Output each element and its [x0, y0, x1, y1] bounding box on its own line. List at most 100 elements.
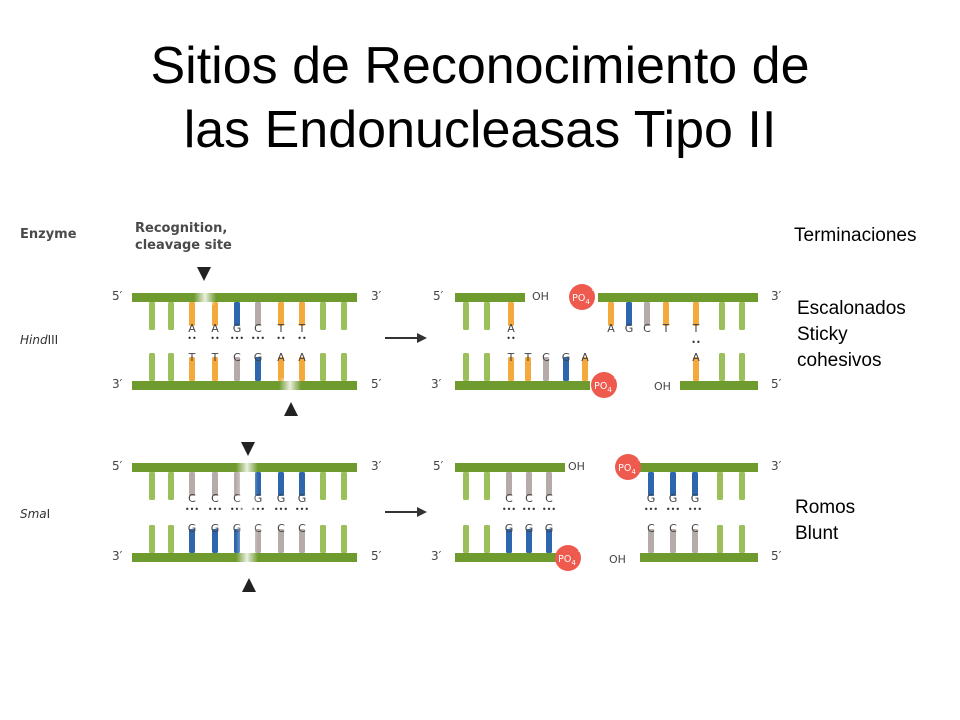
hindiii-left-bottom-base-stick	[563, 357, 569, 381]
hindiii-bottom-base-stick	[234, 357, 240, 381]
smai-right-bottom-base-letter: C	[647, 522, 655, 535]
smai-cut-glow	[236, 455, 258, 575]
enzyme-name-smai: SmaI	[20, 507, 50, 521]
terminaciones-label: Terminaciones	[794, 225, 917, 246]
smai-right-top-base-letter: G	[691, 492, 700, 505]
smai-bottom-base-stick	[212, 529, 218, 553]
smai-bottom-base-stick	[299, 529, 305, 553]
smai-left-flank-bottom-stick	[463, 525, 469, 553]
smai-hbond: •••	[274, 505, 288, 514]
hindiii-left-bottom-base-letter: C	[542, 351, 550, 364]
smai-top-flank-stick	[320, 472, 326, 500]
hindiii-left-bottom-base-letter: T	[524, 351, 532, 364]
hindiii-right-top-base-letter: C	[643, 322, 651, 335]
smai-bottom-flank-stick	[341, 525, 347, 553]
blunt-label-line-2: Blunt	[795, 523, 839, 544]
hindiii-top-base-letter: C	[254, 322, 262, 335]
hindiii-right-top-base-letter: T	[692, 322, 700, 335]
smai-right-flank-top-stick	[739, 472, 745, 500]
blunt-ends-label: Romos Blunt	[795, 495, 855, 547]
smai-right-top-base-stick	[692, 472, 698, 496]
hindiii-top-base-stick	[212, 302, 218, 326]
hindiii-right-top-base-letter: A	[607, 322, 615, 335]
smai-top-base-stick	[278, 472, 284, 496]
blunt-label-line-1: Romos	[795, 497, 856, 518]
sticky-label-line-2: Sticky	[797, 324, 848, 345]
smai-reaction-arrow-head	[417, 507, 427, 517]
smai-left-bottom-3prime-label: 3′	[431, 549, 442, 563]
smai-left-bottom-base-stick	[506, 529, 512, 553]
hindiii-bottom-base-letter: G	[254, 351, 263, 364]
smai-left-fragment-top-backbone	[455, 463, 565, 472]
hindiii-top-base-stick	[255, 302, 261, 326]
hindiii-right-flank-bottom-stick	[719, 353, 725, 381]
smai-left-phosphate-circle	[555, 545, 581, 571]
smai-right-phosphate-circle	[615, 454, 641, 480]
hindiii-right-top-base-stick	[608, 302, 614, 326]
hindiii-left-phosphate-circle	[591, 372, 617, 398]
smai-right-top-base-stick	[670, 472, 676, 496]
hindiii-bottom-flank-stick	[320, 353, 326, 381]
hindiii-bottom-base-stick	[278, 357, 284, 381]
hindiii-top-3prime-label: 3′	[371, 289, 382, 303]
enzyme-name-smai-roman: I	[47, 507, 51, 521]
hindiii-left-fragment-top-backbone	[455, 293, 525, 302]
hindiii-bottom-backbone	[132, 381, 357, 390]
hindiii-bottom-base-stick	[189, 357, 195, 381]
hindiii-hbond: ••	[187, 334, 196, 343]
smai-top-cut-arrow	[241, 442, 255, 456]
hindiii-top-base-letter: T	[298, 322, 306, 335]
smai-left-fragment-bottom-backbone	[455, 553, 565, 562]
smai-left-flank-top-stick	[484, 472, 490, 500]
hindiii-bottom-3prime-label: 3′	[112, 377, 123, 391]
site-column-header-1: Recognition,	[135, 221, 227, 236]
hindiii-right-fragment-bottom-backbone	[680, 381, 758, 390]
hindiii-bottom-base-stick	[212, 357, 218, 381]
smai-right-oh-label: OH	[609, 553, 626, 566]
hindiii-left-bottom-base-stick	[508, 357, 514, 381]
hindiii-hbond: ••	[210, 334, 219, 343]
smai-left-top-base-letter: C	[505, 492, 513, 505]
smai-left-top-base-letter: C	[525, 492, 533, 505]
enzyme-name-smai-italic: Sma	[20, 507, 47, 521]
smai-top-base-letter: G	[298, 492, 307, 505]
smai-left-top-5prime-label: 5′	[433, 459, 444, 473]
hindiii-bottom-base-letter: C	[233, 351, 241, 364]
smai-bottom-base-letter: C	[298, 522, 306, 535]
hindiii-bottom-flank-stick	[168, 353, 174, 381]
hindiii-left-bottom-3prime-label: 3′	[431, 377, 442, 391]
smai-right-phosphate-charge: −	[637, 456, 645, 466]
smai-bottom-base-letter: C	[277, 522, 285, 535]
page-title-line-2: las Endonucleasas Tipo II	[183, 101, 777, 159]
page-title-line-1: Sitios de Reconocimiento de	[150, 37, 810, 95]
hindiii-right-top-base-stick	[644, 302, 650, 326]
smai-top-3prime-label: 3′	[371, 459, 382, 473]
smai-right-top-3prime-label: 3′	[771, 459, 782, 473]
hindiii-top-base-stick	[234, 302, 240, 326]
hindiii-top-base-letter: T	[277, 322, 285, 335]
smai-left-top-base-letter: C	[545, 492, 553, 505]
smai-left-oh-label: OH	[568, 460, 585, 473]
hindiii-left-bottom-base-stick	[525, 357, 531, 381]
hindiii-right-oh-label: OH	[654, 380, 671, 393]
smai-right-bottom-base-letter: C	[669, 522, 677, 535]
smai-right-hbond: •••	[666, 505, 680, 514]
smai-right-hbond: •••	[688, 505, 702, 514]
smai-left-flank-bottom-stick	[484, 525, 490, 553]
hindiii-left-bottom-base-stick	[543, 357, 549, 381]
hindiii-right-top-base-stick	[663, 302, 669, 326]
hindiii-top-flank-stick	[341, 302, 347, 330]
hindiii-top-flank-stick	[149, 302, 155, 330]
smai-right-bottom-base-letter: C	[691, 522, 699, 535]
hindiii-left-phosphate-subscript: 4	[607, 386, 612, 394]
hindiii-left-bottom-base-stick	[582, 357, 588, 381]
hindiii-top-base-letter: G	[233, 322, 242, 335]
hindiii-hbond: ••	[297, 334, 306, 343]
hindiii-bottom-flank-stick	[149, 353, 155, 381]
smai-top-flank-stick	[149, 472, 155, 500]
sticky-label-line-3: cohesivos	[797, 350, 882, 371]
hindiii-left-flank-bottom-stick	[484, 353, 490, 381]
hindiii-bottom-base-letter: T	[211, 351, 219, 364]
smai-right-top-base-letter: G	[669, 492, 678, 505]
hindiii-top-flank-stick	[168, 302, 174, 330]
